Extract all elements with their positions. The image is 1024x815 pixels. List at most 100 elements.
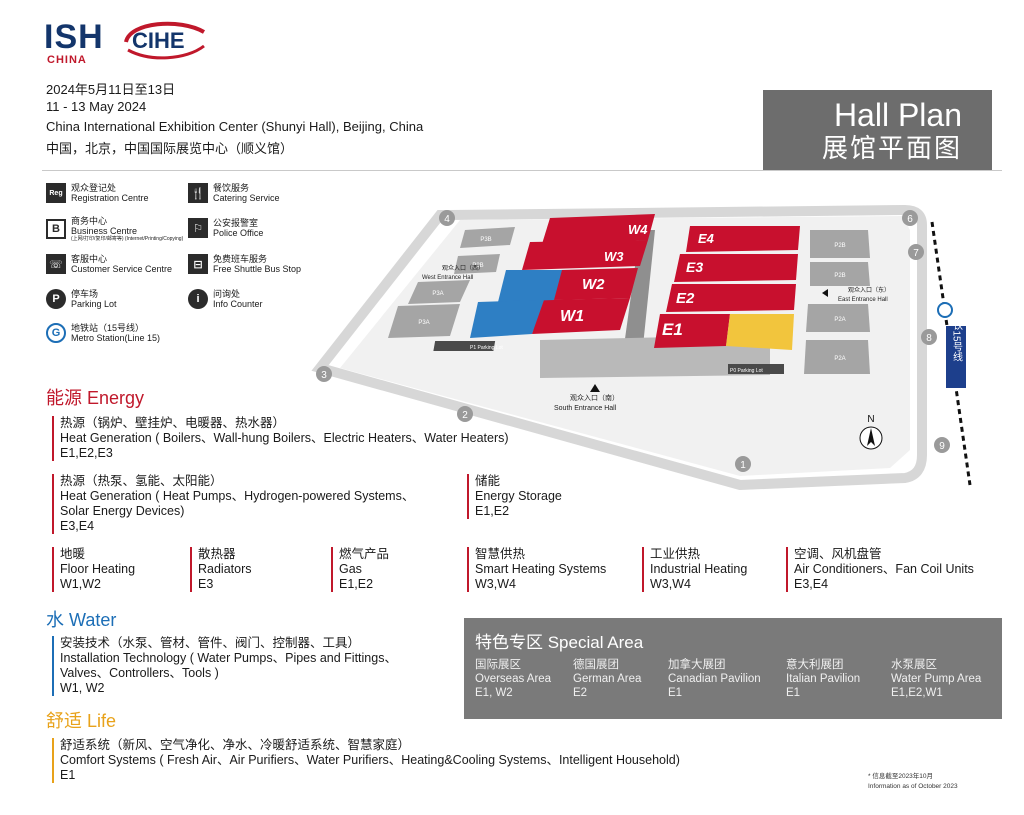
gate-8 xyxy=(921,329,937,345)
gate-label: 3 xyxy=(321,370,327,381)
north-label: N xyxy=(867,414,874,425)
hall-e2 xyxy=(666,284,796,312)
special-item-zh: 水泵展区 xyxy=(891,659,937,671)
south-entrance-en: South Entrance Hall xyxy=(554,405,617,412)
venue-en: China International Exhibition Center (S… xyxy=(46,119,424,134)
hall-label-w2: W2 xyxy=(582,276,605,293)
legend-label-en: Metro Station(Line 15) xyxy=(71,333,161,343)
legend-label-en: Free Shuttle Bus Stop xyxy=(213,264,302,274)
south-entrance-zh: 观众入口（南） xyxy=(570,393,619,402)
category-halls: E1 xyxy=(60,768,76,782)
footnote-zh: * 信息截至2023年10月 xyxy=(868,773,934,780)
date-en: 11 - 13 May 2024 xyxy=(46,99,147,114)
parking-p2b-2 xyxy=(810,262,870,286)
category-halls: E3 xyxy=(198,577,214,591)
hall-w3 xyxy=(522,240,648,270)
category-en: Heat Generation ( Heat Pumps、Hydrogen-po… xyxy=(60,489,415,503)
parking-p3a-1 xyxy=(408,280,470,304)
hall-w1 xyxy=(532,298,630,334)
gate-label: 1 xyxy=(740,460,746,471)
special-item-zh: 德国展团 xyxy=(573,659,619,671)
category-zh: 燃气产品 xyxy=(339,547,390,561)
info-icon: i xyxy=(188,289,208,309)
category-heat-generation-2: 热源（热泵、氢能、太阳能） Heat Generation ( Heat Pum… xyxy=(52,474,414,534)
special-item-italian: 意大利展团 Italian Pavilion E1 xyxy=(786,658,860,700)
gate-label: 7 xyxy=(913,248,919,259)
legend-label-zh: 免费班车服务 xyxy=(213,254,268,264)
east-entrance-zh: 观众入口（东） xyxy=(848,286,890,294)
hall-label-e3: E3 xyxy=(686,259,703,275)
special-item-en: Canadian Pavilion xyxy=(668,673,761,685)
metro-station-icon xyxy=(937,302,953,318)
hall-label-e2: E2 xyxy=(676,290,695,307)
category-en: Comfort Systems ( Fresh Air、Air Purifier… xyxy=(60,753,680,767)
category-installation-technology: 安装技术（水泵、管材、管件、阀门、控制器、工具） Installation Te… xyxy=(52,636,397,696)
legend-label-zh: 公安报警室 xyxy=(213,218,259,228)
category-halls: W1, W2 xyxy=(60,681,105,695)
category-en: Industrial Heating xyxy=(650,562,748,576)
gate-7 xyxy=(908,244,924,260)
legend-label-en: Police Office xyxy=(213,228,264,238)
category-halls: E1,E2,E3 xyxy=(60,446,113,460)
hall-e1-yellow-section xyxy=(726,314,794,350)
legend-label-zh: 观众登记处 xyxy=(71,183,117,193)
footnote: * 信息截至2023年10月 Information as of October… xyxy=(868,772,958,792)
category-halls: W3,W4 xyxy=(475,577,516,591)
category-radiators: 散热器 Radiators E3 xyxy=(190,547,252,592)
category-en-line2: Solar Energy Devices) xyxy=(60,504,185,518)
footnote-en: Information as of October 2023 xyxy=(868,783,958,790)
parking-p3b-1 xyxy=(460,227,515,248)
hall-e3 xyxy=(674,254,798,282)
gate-label: 4 xyxy=(444,214,450,225)
date-zh: 2024年5月11日至13日 xyxy=(46,82,176,97)
category-heat-generation-1: 热源（锅炉、壁挂炉、电暖器、热水器） Heat Generation ( Boi… xyxy=(52,416,509,461)
parking-p2a-1 xyxy=(806,304,870,332)
category-zh: 储能 xyxy=(475,474,501,488)
p1-parking-lot xyxy=(433,341,496,351)
legend-label-zh: 商务中心 xyxy=(71,216,108,226)
metro-icon: G xyxy=(46,323,66,343)
category-en: Energy Storage xyxy=(475,489,562,503)
parking-label: P2B xyxy=(834,243,845,249)
parking-label: P3B xyxy=(480,237,491,243)
gate-1 xyxy=(735,456,751,472)
gate-markers: 1 2 3 4 6 7 8 9 xyxy=(316,210,950,472)
special-item-water-pump: 水泵展区 Water Pump Area E1,E2,W1 xyxy=(891,658,981,700)
legend-label-en: Business Centre xyxy=(71,226,138,236)
category-smart-heating: 智慧供热 Smart Heating Systems W3,W4 xyxy=(467,547,606,592)
category-energy-storage: 储能 Energy Storage E1,E2 xyxy=(467,474,562,519)
gate-label: 8 xyxy=(926,333,932,344)
special-item-halls: E1, W2 xyxy=(475,687,513,699)
hall-label-w3: W3 xyxy=(604,249,624,264)
life-section-title: 舒适 Life xyxy=(46,711,117,731)
category-zh: 舒适系统（新风、空气净化、净水、冷暖舒适系统、智慧家庭） xyxy=(60,738,411,752)
parking-label: P2A xyxy=(834,356,845,362)
hall-plan-title-zh: 展馆平面图 xyxy=(821,133,962,163)
p0-parking-lot xyxy=(728,364,784,374)
west-entrance-zh: 观众入口（西） xyxy=(442,265,484,272)
category-en: Heat Generation ( Boilers、Wall-hung Boil… xyxy=(60,431,509,445)
parking-label: P2B xyxy=(834,273,845,279)
special-item-zh: 加拿大展团 xyxy=(668,659,726,671)
parking-p3b-2 xyxy=(454,254,500,274)
category-en: Smart Heating Systems xyxy=(475,562,607,576)
registration-icon: Reg xyxy=(46,183,66,203)
special-item-en: Italian Pavilion xyxy=(786,673,861,685)
category-en: Gas xyxy=(339,562,362,576)
parking-icon: P xyxy=(46,289,66,309)
customer-service-icon: ☏ xyxy=(46,254,66,274)
gate-label: 2 xyxy=(462,410,468,421)
category-en: Air Conditioners、Fan Coil Units xyxy=(794,562,974,576)
header-divider xyxy=(42,170,1002,171)
legend-label-zh: 地铁站（15号线） xyxy=(71,323,145,333)
parking-label: P2A xyxy=(834,317,845,323)
category-halls: E3,E4 xyxy=(60,519,95,533)
category-halls: E1,E2 xyxy=(475,504,510,518)
special-area-title: 特色专区 Special Area xyxy=(475,633,644,652)
water-section-title: 水 Water xyxy=(46,610,117,630)
special-item-en: Overseas Area xyxy=(475,673,552,685)
gate-3 xyxy=(316,366,332,382)
east-entrance-en: East Entrance Hall xyxy=(838,297,888,303)
